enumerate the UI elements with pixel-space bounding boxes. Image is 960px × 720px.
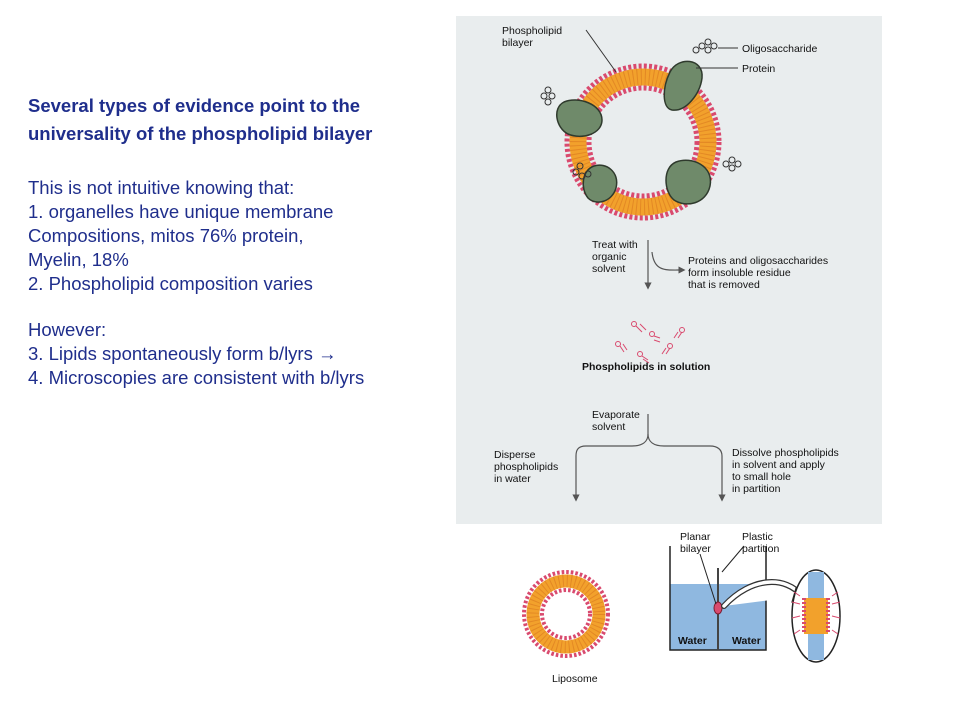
bilayer-diagram: Phospholipid bilayer Oligosaccharide Pro…: [456, 25, 882, 698]
label-planar-2: bilayer: [680, 543, 711, 555]
membrane-protein: [665, 159, 712, 205]
label-water-left: Water: [678, 635, 707, 647]
label-evaporate-2: solvent: [592, 421, 625, 433]
point-4-line: 4. Microscopies are consistent with b/ly…: [28, 367, 365, 388]
label-liposome: Liposome: [552, 673, 598, 685]
oligosaccharide-icon: [692, 38, 718, 54]
membrane-protein: [582, 164, 618, 203]
membrane-ring: [564, 63, 722, 221]
label-treat-1: Treat with: [592, 239, 638, 251]
label-planar-1: Planar: [680, 531, 711, 543]
label-disperse-3: in water: [494, 473, 531, 485]
oligosaccharide-icon: [540, 86, 556, 106]
membrane-protein: [556, 99, 603, 138]
label-plastic-2: partition: [742, 543, 780, 555]
split-arrow-left: [572, 414, 649, 502]
slide-heading-line-1: Several types of evidence point to the: [28, 95, 361, 116]
point-3-line: 3. Lipids spontaneously form b/lyrs →: [28, 343, 337, 364]
label-treat-2: organic: [592, 251, 626, 263]
point-1-line-1: 1. organelles have unique membrane: [28, 201, 334, 222]
point-2-line: 2. Phospholipid composition varies: [28, 273, 313, 294]
liposome: [522, 570, 610, 658]
slide-heading-line-2: universality of the phospholipid bilayer: [28, 123, 373, 144]
point-1-line-3: Myelin, 18%: [28, 249, 129, 270]
label-residue-2: form insoluble residue: [688, 267, 791, 279]
label-oligosaccharide: Oligosaccharide: [742, 43, 817, 55]
label-residue-1: Proteins and oligosaccharides: [688, 255, 828, 267]
label-phospholipid-bilayer-1: Phospholipid: [502, 25, 562, 37]
label-plastic-1: Plastic: [742, 531, 773, 543]
label-dissolve-2: in solvent and apply: [732, 459, 826, 471]
label-dissolve-1: Dissolve phospholipids: [732, 447, 839, 459]
label-protein: Protein: [742, 63, 775, 75]
label-water-right: Water: [732, 635, 761, 647]
slide-text: Several types of evidence point to the u…: [28, 92, 468, 390]
label-evaporate-1: Evaporate: [592, 409, 640, 421]
bilayer-figure: Phospholipid bilayer Oligosaccharide Pro…: [456, 16, 882, 698]
label-residue-3: that is removed: [688, 279, 760, 291]
oligosaccharide-icon: [722, 156, 742, 172]
label-dissolve-3: to small hole: [732, 471, 791, 483]
intro-line: This is not intuitive knowing that:: [28, 177, 295, 198]
side-arrow: [651, 251, 686, 274]
membrane-protein: [663, 60, 703, 111]
split-arrow-right: [647, 433, 726, 502]
label-phospholipid-bilayer-2: bilayer: [502, 37, 533, 49]
point-1-line-2: Compositions, mitos 76% protein,: [28, 225, 304, 246]
free-phospholipids: [615, 321, 685, 364]
label-in-solution: Phospholipids in solution: [582, 361, 710, 373]
label-disperse-1: Disperse: [494, 449, 536, 461]
oligosaccharide-icon: [572, 162, 592, 180]
however-line: However:: [28, 319, 107, 340]
label-disperse-2: phospholipids: [494, 461, 558, 473]
label-dissolve-4: in partition: [732, 483, 781, 495]
label-treat-3: solvent: [592, 263, 625, 275]
bilayer-zoom: [791, 569, 841, 663]
